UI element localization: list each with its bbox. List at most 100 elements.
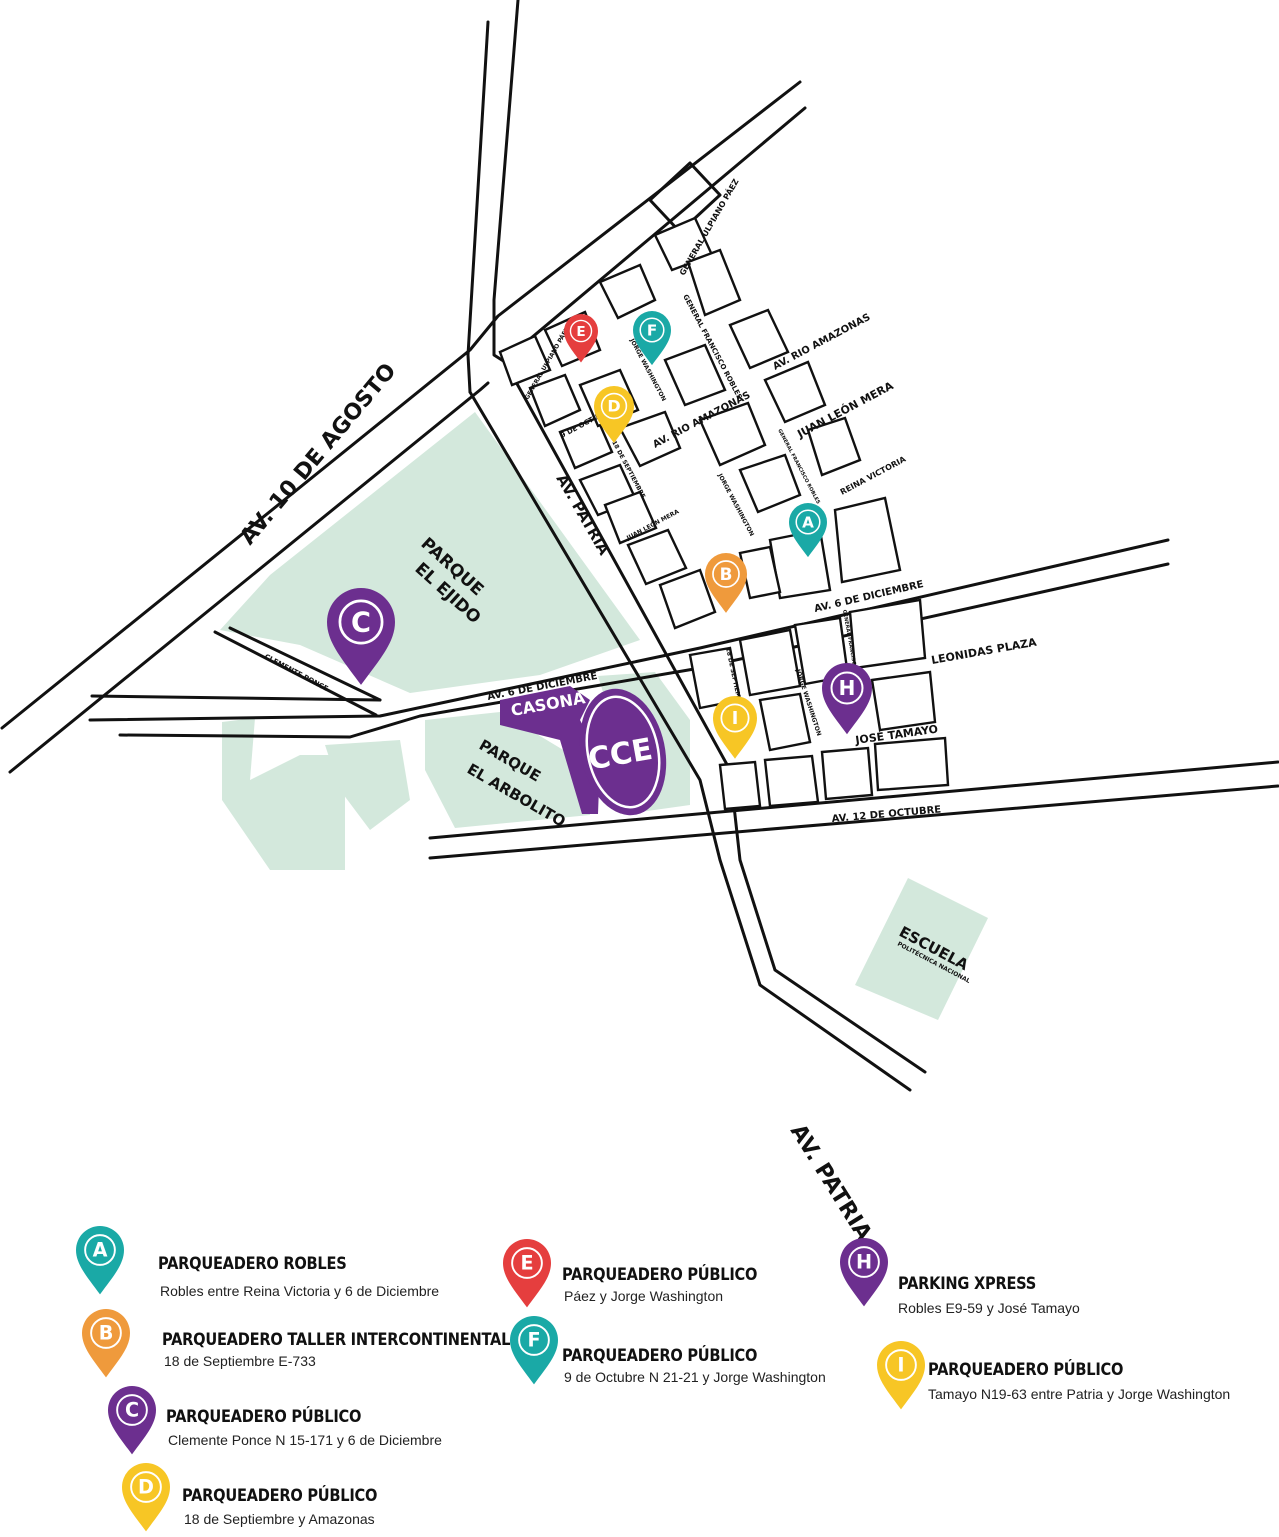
legend-address: 18 de Septiembre E-733: [164, 1353, 316, 1369]
pin-marker: [633, 311, 671, 366]
pin-letter: B: [99, 1322, 114, 1345]
map-pin-i[interactable]: I: [713, 696, 757, 759]
pin-ring: [518, 1324, 550, 1356]
legend-pin-f[interactable]: F: [510, 1316, 558, 1385]
legend-pin-a[interactable]: A: [76, 1226, 124, 1295]
legend-pin-h[interactable]: H: [840, 1238, 888, 1307]
pin-letter: A: [802, 513, 814, 531]
label-av-patria-south: AV. PATRIA: [785, 1120, 876, 1245]
pin-letter: C: [125, 1399, 139, 1422]
pin-marker: [108, 1386, 156, 1455]
legend-title: PARQUEADERO PÚBLICO: [182, 1486, 378, 1506]
pin-letter: E: [520, 1252, 533, 1275]
map-pin-b[interactable]: B: [705, 553, 747, 613]
legend-title: PARQUEADERO PÚBLICO: [562, 1265, 758, 1285]
pin-letter: F: [527, 1329, 540, 1352]
map-pin-h[interactable]: H: [822, 663, 872, 735]
legend-title: PARQUEADERO ROBLES: [158, 1254, 347, 1274]
pin-marker: [503, 1239, 551, 1308]
pin-ring: [712, 560, 740, 588]
map-pin-d[interactable]: D: [594, 386, 634, 443]
label-leonidas-plaza: LEONIDAS PLAZA: [930, 636, 1038, 667]
pin-ring: [885, 1349, 917, 1381]
legend-title: PARQUEADERO PÚBLICO: [166, 1407, 362, 1427]
pin-ring: [848, 1246, 880, 1278]
pin-letter: E: [576, 324, 585, 340]
legend-pin-icon: C: [108, 1386, 156, 1455]
legend-address: Tamayo N19-63 entre Patria y Jorge Washi…: [928, 1386, 1231, 1402]
pin-ring: [600, 392, 628, 420]
map-pin-c[interactable]: C: [327, 588, 395, 685]
legend-pin-c[interactable]: C: [108, 1386, 156, 1455]
pin-letter: B: [720, 564, 733, 584]
legend-address: Robles entre Reina Victoria y 6 de Dicie…: [160, 1283, 440, 1299]
legend-address: Clemente Ponce N 15-171 y 6 de Diciembre: [168, 1432, 442, 1448]
pin-marker: [510, 1316, 558, 1385]
legend-title: PARKING XPRESS: [898, 1274, 1037, 1294]
pin-ring: [130, 1471, 162, 1503]
legend-pin-icon: I: [877, 1341, 925, 1410]
pin-marker: [789, 503, 827, 558]
pin-letter: A: [93, 1239, 108, 1262]
legend-pin-icon: F: [510, 1316, 558, 1385]
pin-letter: D: [607, 397, 620, 416]
pin-letter: I: [897, 1354, 904, 1377]
pin-ring: [639, 317, 665, 343]
pin-ring: [338, 599, 384, 645]
park-west-1: [222, 718, 345, 870]
legend-pin-icon: D: [122, 1463, 170, 1532]
pin-ring: [569, 319, 593, 343]
pin-marker: [594, 386, 634, 443]
pin-letter: C: [351, 608, 371, 639]
pin-marker: [705, 553, 747, 613]
pin-marker: [877, 1341, 925, 1410]
park-west-2: [325, 740, 410, 830]
pin-letter: H: [839, 676, 856, 700]
pin-ring: [720, 703, 750, 733]
legend-title: PARQUEADERO PÚBLICO: [562, 1346, 758, 1366]
legend-title: PARQUEADERO TALLER INTERCONTINENTAL: [162, 1330, 511, 1350]
pin-ring: [84, 1234, 116, 1266]
pin-ring: [830, 671, 864, 705]
pin-letter: I: [732, 709, 739, 729]
pin-marker: [840, 1238, 888, 1307]
legend-address: Páez y Jorge Washington: [564, 1288, 724, 1304]
legend-pin-icon: A: [76, 1226, 124, 1295]
legend-address: 9 de Octubre N 21-21 y Jorge Washington: [564, 1369, 826, 1385]
legend-pin-i[interactable]: I: [877, 1341, 925, 1410]
legend-address: Robles E9-59 y José Tamayo: [898, 1300, 1080, 1316]
park-el-ejido: [220, 412, 640, 693]
legend-address: 18 de Septiembre y Amazonas: [184, 1511, 375, 1527]
legend-pin-e[interactable]: E: [503, 1239, 551, 1308]
pin-marker: [822, 663, 872, 735]
legend-pin-icon: H: [840, 1238, 888, 1307]
pin-marker: [327, 588, 395, 685]
label-av-12-de-octubre: AV. 12 DE OCTUBRE: [831, 804, 941, 825]
park-escuela: [855, 878, 988, 1020]
pin-letter: H: [856, 1251, 872, 1274]
pin-ring: [795, 509, 821, 535]
pin-ring: [511, 1247, 543, 1279]
legend-pin-icon: B: [82, 1309, 130, 1378]
pin-marker: [713, 696, 757, 759]
legend-pin-b[interactable]: B: [82, 1309, 130, 1378]
pin-marker: [82, 1309, 130, 1378]
map-pin-f[interactable]: F: [633, 311, 671, 366]
map-pin-e[interactable]: E: [564, 314, 598, 363]
pin-letter: F: [647, 321, 657, 339]
legend-pin-d[interactable]: D: [122, 1463, 170, 1532]
pin-ring: [90, 1317, 122, 1349]
pin-marker: [564, 314, 598, 363]
pin-marker: [122, 1463, 170, 1532]
pin-marker: [76, 1226, 124, 1295]
pin-letter: D: [138, 1476, 154, 1499]
legend-pin-icon: E: [503, 1239, 551, 1308]
map-pins: A B C D E F H I: [327, 311, 872, 759]
blocks: [498, 216, 950, 811]
pin-ring: [116, 1394, 148, 1426]
label-av-rio-amazonas-2: AV. RIO AMAZONAS: [771, 312, 872, 373]
map-pin-a[interactable]: A: [789, 503, 827, 558]
legend-title: PARQUEADERO PÚBLICO: [928, 1360, 1124, 1380]
park-el-arbolito: [425, 712, 590, 828]
